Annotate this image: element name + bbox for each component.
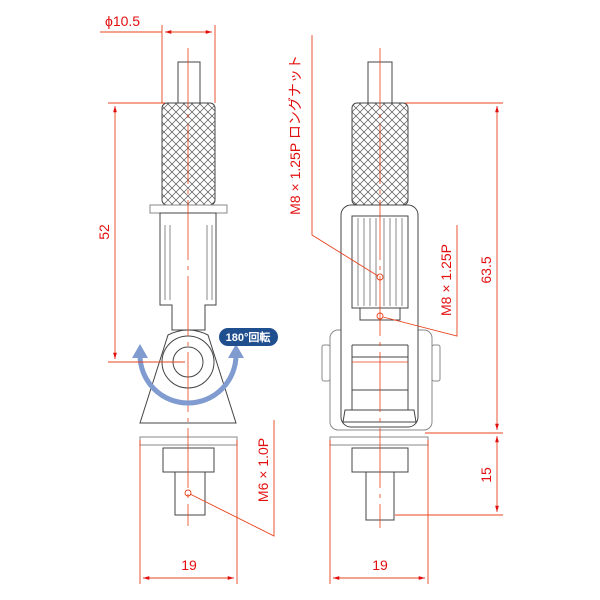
side-bolt-left [321,344,331,382]
frame-base [342,409,417,423]
rotation-arrow [137,354,239,406]
body-ribs [164,225,213,300]
long-nut-ribs [357,218,403,306]
width-19-label-left: 19 [181,557,197,573]
stud-15-label: 15 [478,467,494,483]
height-63-5-label: 63.5 [478,256,494,283]
washer-plate-right [329,436,429,446]
flange [149,204,228,214]
washer-plate [139,436,238,446]
top-stub [177,61,201,104]
m8-thread-label: M8 × 1.25P [438,244,454,316]
body [159,212,217,331]
threaded-stud [174,471,206,516]
width-19-label-right: 19 [372,557,388,573]
rotation-badge [219,328,278,346]
rotation-arrowheads-icon [132,344,244,358]
m6-thread-label: M6 × 1.0P [255,438,271,502]
knurled-knob [161,102,216,206]
diameter-label: ϕ10.5 [105,13,140,29]
long-nut-label: M8 × 1.25P ロングナット [287,55,303,215]
side-bolt-right [431,344,441,382]
right-view: M8 × 1.25P ロングナット M8 × 1.25P 63.5 15 19 [287,35,503,584]
left-view: 180°回転 ϕ10.5 52 19 M6 × 1.0P [96,13,278,584]
height-52-label: 52 [96,224,112,240]
rotation-badge-text: 180°回転 [226,330,271,344]
hex-nut [162,447,215,473]
